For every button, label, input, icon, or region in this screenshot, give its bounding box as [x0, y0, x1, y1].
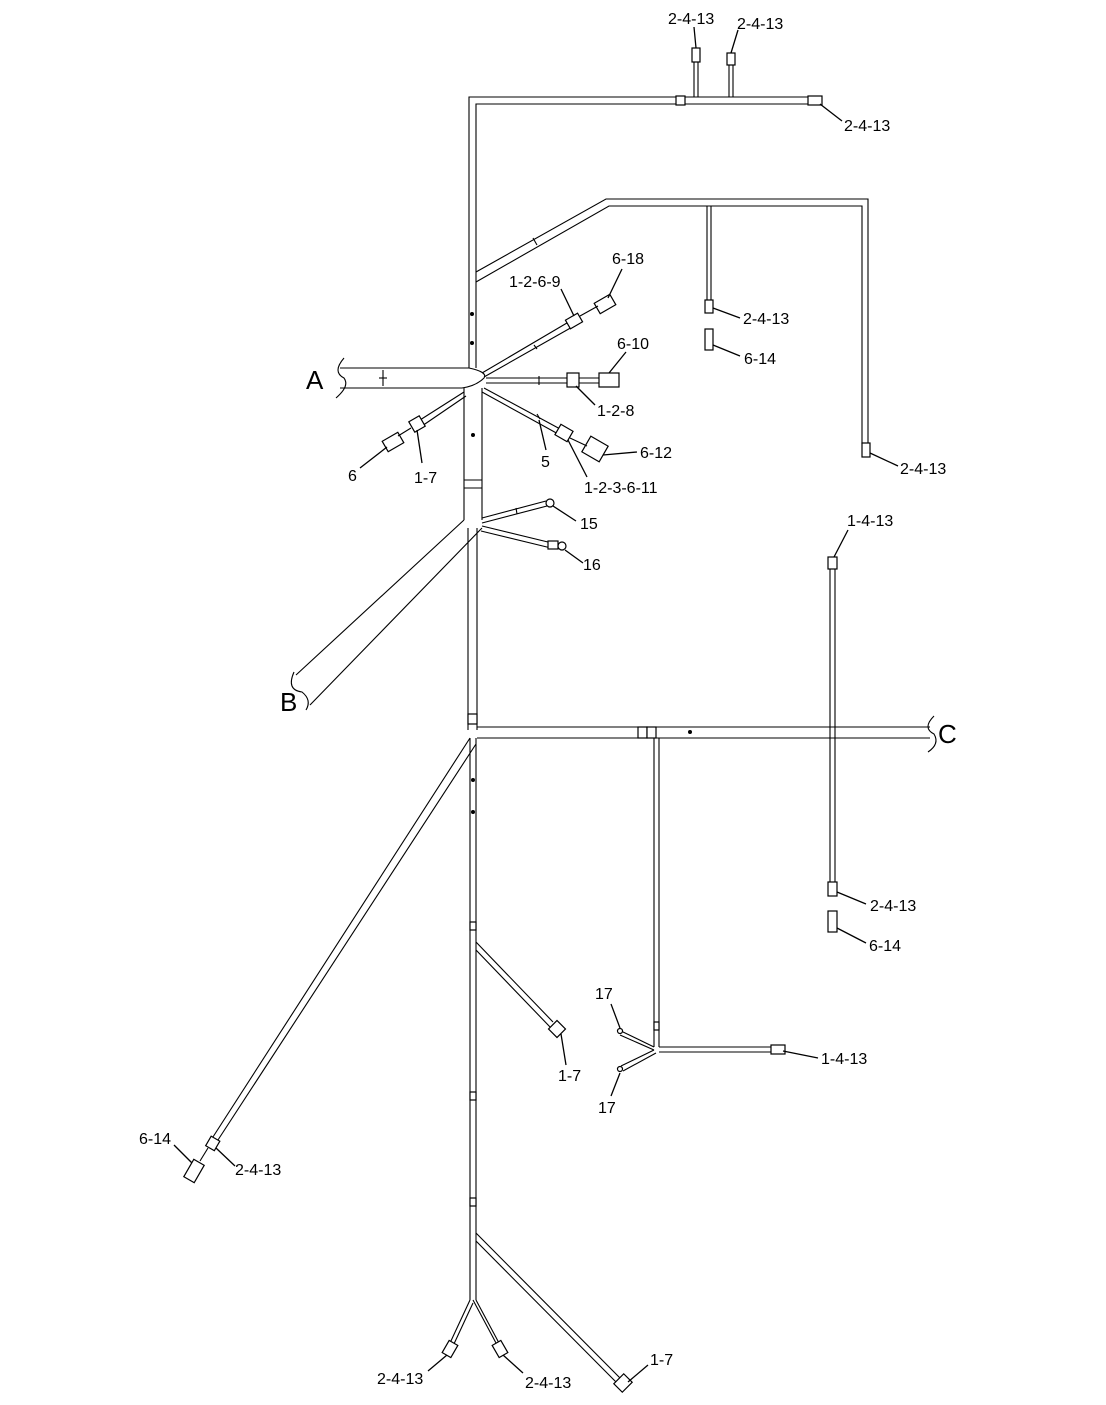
- label-6-18: 6-18: [612, 251, 644, 268]
- connector-c-mid: [827, 881, 838, 897]
- ring-terminal-16: [557, 541, 567, 551]
- main-trunk: [290, 282, 937, 1300]
- connector-1-4-13: [770, 1044, 786, 1055]
- label-c-6-14: 6-14: [869, 938, 901, 955]
- upper-right-branch: [475, 198, 899, 467]
- bottom-branches: [427, 1232, 649, 1394]
- label-1-2-8: 1-2-8: [597, 403, 634, 420]
- connector-c-bot: [827, 910, 838, 933]
- label-6: 6: [348, 468, 357, 485]
- label-1-2-3-6-11: 1-2-3-6-11: [584, 480, 658, 497]
- connector-top-3: [807, 95, 823, 106]
- label-5: 5: [541, 454, 550, 471]
- connector-right-2: [704, 328, 714, 351]
- connector-top-1: [691, 47, 701, 63]
- lower-1-7-branch: [475, 941, 567, 1066]
- cut-label-a: A: [306, 365, 324, 395]
- label-top-2: 2-4-13: [737, 16, 783, 33]
- connector-top-2: [726, 52, 736, 66]
- label-b-2-4-13-left: 2-4-13: [377, 1371, 423, 1388]
- top-loop-branch: [468, 26, 843, 282]
- label-17-bottom: 17: [598, 1100, 616, 1117]
- label-16: 16: [583, 557, 601, 574]
- label-1-7-upper: 1-7: [414, 470, 437, 487]
- branches-15-16: [480, 498, 584, 564]
- cut-label-b: B: [280, 687, 297, 717]
- right-vertical-branch: [827, 529, 867, 944]
- label-top-1: 2-4-13: [668, 11, 714, 28]
- label-m-1-4-13: 1-4-13: [821, 1051, 867, 1068]
- label-r2: 6-14: [744, 351, 776, 368]
- label-17-top: 17: [595, 986, 613, 1003]
- connector-right-3: [861, 442, 871, 458]
- label-l-6-14: 6-14: [139, 1131, 171, 1148]
- label-6-10: 6-10: [617, 336, 649, 353]
- label-r3: 2-4-13: [900, 461, 946, 478]
- label-15: 15: [580, 516, 598, 533]
- junction-a-branches: [359, 268, 638, 478]
- label-c-1-4-13: 1-4-13: [847, 513, 893, 530]
- label-r1: 2-4-13: [743, 311, 789, 328]
- cut-label-c: C: [938, 719, 957, 749]
- label-b-2-4-13-mid: 2-4-13: [525, 1375, 571, 1392]
- label-6-12: 6-12: [640, 445, 672, 462]
- label-c-2-4-13: 2-4-13: [870, 898, 916, 915]
- label-l-2-4-13: 2-4-13: [235, 1162, 281, 1179]
- label-top-3: 2-4-13: [844, 118, 890, 135]
- label-b-1-7: 1-7: [650, 1352, 673, 1369]
- middle-branch: [610, 738, 819, 1097]
- connector-c-top: [827, 556, 838, 570]
- left-diagonal-branch: [173, 737, 477, 1184]
- callout-labels: 2-4-13 2-4-13 2-4-13 2-4-13 6-14 2-4-13 …: [139, 11, 957, 1392]
- label-m-1-7: 1-7: [558, 1068, 581, 1085]
- label-1-2-6-9: 1-2-6-9: [509, 274, 561, 291]
- connector-right-1: [704, 299, 714, 314]
- ring-terminal-15: [545, 498, 555, 508]
